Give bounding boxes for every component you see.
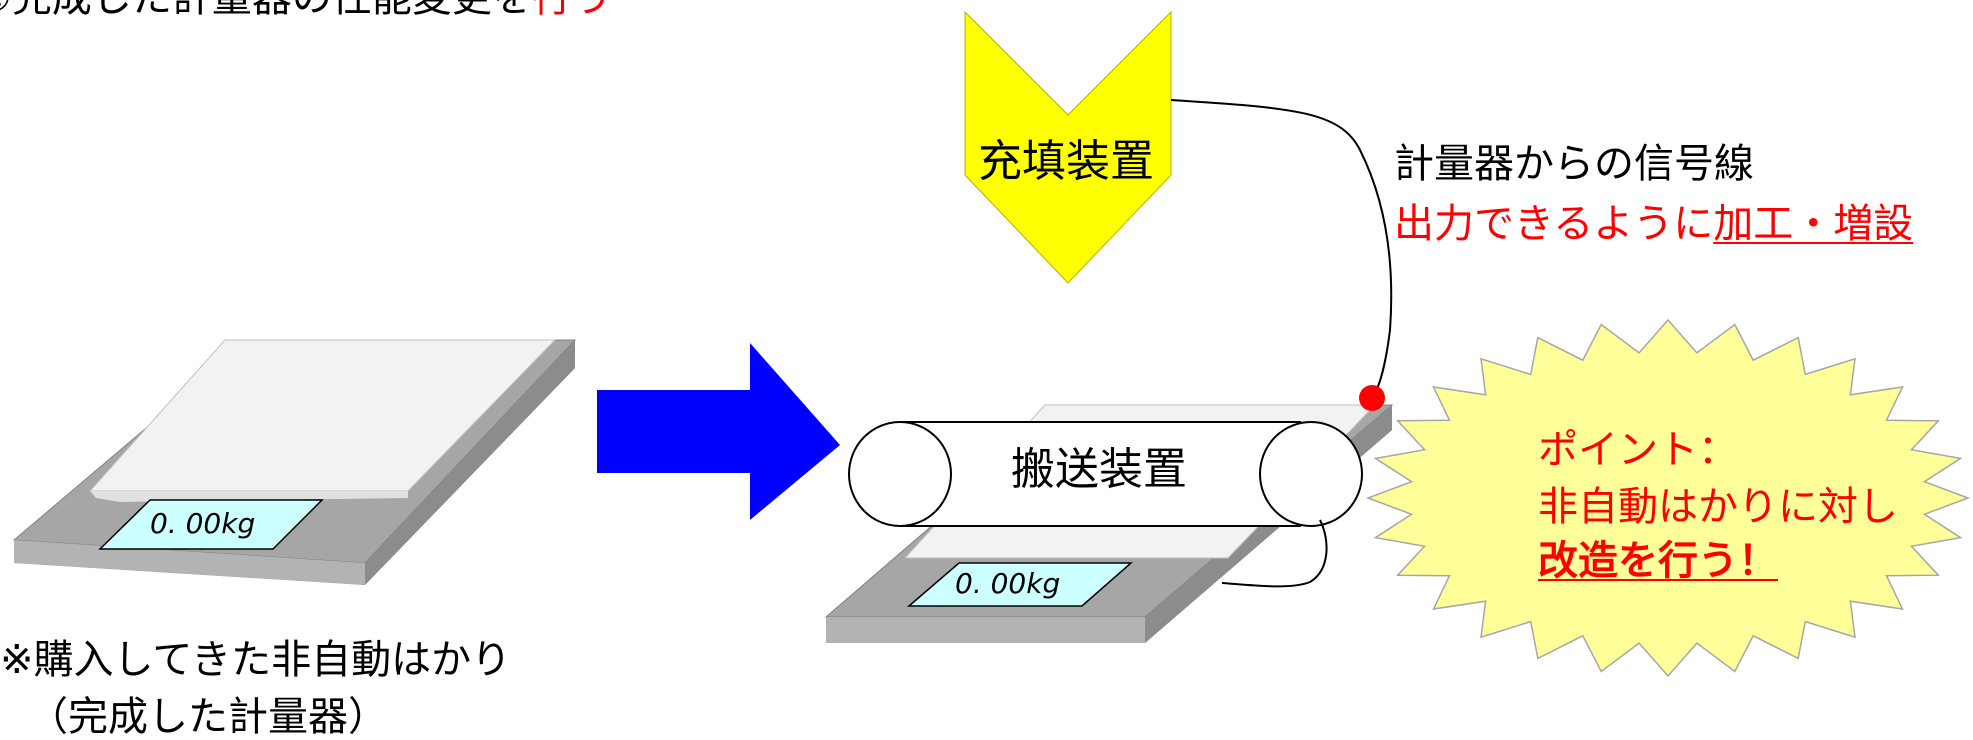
scale-wire xyxy=(1221,519,1328,588)
right-scale-display-panel xyxy=(906,562,1133,607)
scale-note-line1: ※購入してきた非自動はかり xyxy=(0,637,512,683)
left-scale-display-panel xyxy=(98,499,324,550)
connection-point xyxy=(1359,385,1385,411)
transfer-arrow xyxy=(597,343,840,520)
conveyor xyxy=(848,421,1363,527)
conveyor-roller-left xyxy=(848,421,952,527)
conveyor-roller-right xyxy=(1259,421,1363,527)
header-highlight: 行う xyxy=(532,0,612,21)
left-scale-front xyxy=(14,540,365,585)
callout-line2: 非自動はかりに対し xyxy=(1538,484,1898,530)
filler-chevron xyxy=(964,10,1172,284)
left-scale-edge xyxy=(365,340,575,585)
conveyor-label: 搬送装置 xyxy=(1011,444,1187,495)
scale-note-line2: （完成した計量器） xyxy=(28,694,388,740)
header-prefix: ②完成した計量器の性能変更を xyxy=(0,0,532,21)
signal-note-line1: 計量器からの信号線 xyxy=(1394,141,1754,187)
callout-line1: ポイント： xyxy=(1538,427,1738,473)
right-scale-front xyxy=(826,617,1145,643)
signal-wire xyxy=(1170,99,1393,399)
callout-line3: 改造を行う！ xyxy=(1538,538,1778,584)
point-callout-starburst xyxy=(1365,318,1971,678)
right-scale-readout: 0. 00kg xyxy=(955,567,1060,600)
conveyor-belt xyxy=(899,421,1301,527)
header-text: ②完成した計量器の性能変更を行う xyxy=(0,0,612,18)
left-scale xyxy=(12,339,577,585)
filler-label: 充填装置 xyxy=(978,136,1154,187)
signal-note-prefix: 出力できるように xyxy=(1394,201,1714,247)
signal-note-underlined: 加工・増設 xyxy=(1713,201,1914,247)
left-scale-readout: 0. 00kg xyxy=(150,507,255,540)
signal-note-line2: 出力できるように加工・増設 xyxy=(1394,204,1913,244)
